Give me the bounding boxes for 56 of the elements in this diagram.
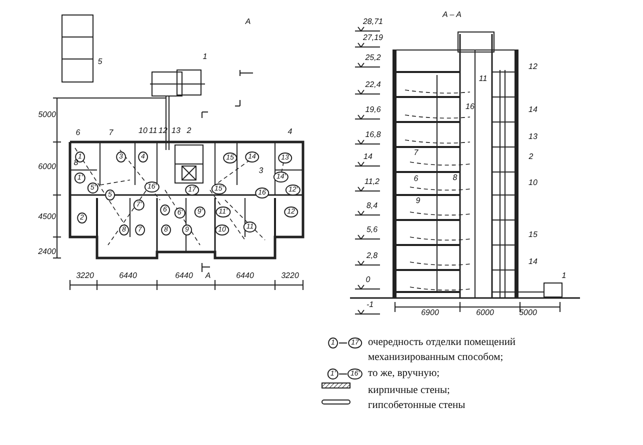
drawing-label: 5,6 — [366, 226, 378, 234]
drawing-label: 2 — [186, 127, 192, 135]
drawing-label: 10 — [528, 179, 538, 187]
drawing-label: 6000 — [476, 309, 494, 317]
drawing-label: 9 — [416, 197, 420, 205]
drawing-label: 16,8 — [365, 131, 381, 139]
drawing-label: 14 — [528, 258, 538, 266]
drawing-label: 1 — [202, 53, 208, 61]
drawing-label: 19,6 — [365, 106, 381, 114]
drawing-label: 2400 — [38, 248, 56, 256]
drawing-label: 0 — [366, 276, 370, 284]
drawing-label: 6440 — [175, 272, 193, 280]
drawing-label: 7 — [414, 149, 418, 157]
drawing-label: 10 — [138, 127, 148, 135]
drawing-label: 4 — [288, 128, 292, 136]
legend-text: гипсобетонные стены — [368, 399, 466, 413]
drawing-label: 16 — [466, 103, 474, 111]
drawing-label: 6900 — [421, 309, 439, 317]
drawing-label: 3 — [258, 167, 264, 175]
drawing-label: 2,8 — [366, 252, 378, 260]
drawing-label: A – A — [442, 11, 462, 19]
drawing-label: 27,19 — [362, 34, 384, 42]
drawing-label: 1 — [562, 272, 566, 280]
drawing-label: A — [205, 272, 211, 280]
drawing-label: 22,4 — [365, 81, 381, 89]
drawing-label: 8 — [452, 174, 458, 182]
drawing-label: 12 — [528, 63, 538, 71]
drawing-label: -1 — [366, 301, 374, 309]
drawing-label: 13 — [528, 133, 538, 141]
legend-text: то же, вручную; — [368, 367, 441, 381]
drawing-label: A — [245, 18, 251, 26]
drawing-label: 6000 — [38, 163, 56, 171]
drawing-label: 8,4 — [366, 202, 378, 210]
drawing-label: 4500 — [38, 213, 56, 221]
drawing-label: 15 — [528, 231, 538, 239]
drawing-label: 11 — [148, 127, 158, 135]
drawing-label: 25,2 — [365, 54, 381, 62]
legend-text: кирпичные стены; — [368, 384, 451, 398]
drawing-label: 7 — [108, 129, 114, 137]
drawing-label: 5000 — [519, 309, 537, 317]
drawing-label: 13 — [172, 127, 180, 135]
drawing-label: 6440 — [236, 272, 254, 280]
drawing-label: 6 — [76, 129, 80, 137]
drawing-label: 5000 — [38, 111, 56, 119]
drawing-label: 3220 — [281, 272, 299, 280]
legend-text: очередность отделки помещений механизированным способом; — [368, 336, 517, 365]
drawing-label: 14 — [364, 153, 372, 161]
drawing-label: 6440 — [119, 272, 137, 280]
drawing-label: 11 — [478, 75, 488, 83]
drawing-label: 28,71 — [362, 18, 384, 26]
drawing-label: 2 — [528, 153, 534, 161]
drawing-label: 6 — [414, 175, 418, 183]
drawing-label: 3220 — [76, 272, 94, 280]
drawing-label: 11,2 — [364, 178, 380, 186]
drawing-label: 5 — [98, 58, 102, 66]
drawing-label: 14 — [528, 106, 538, 114]
